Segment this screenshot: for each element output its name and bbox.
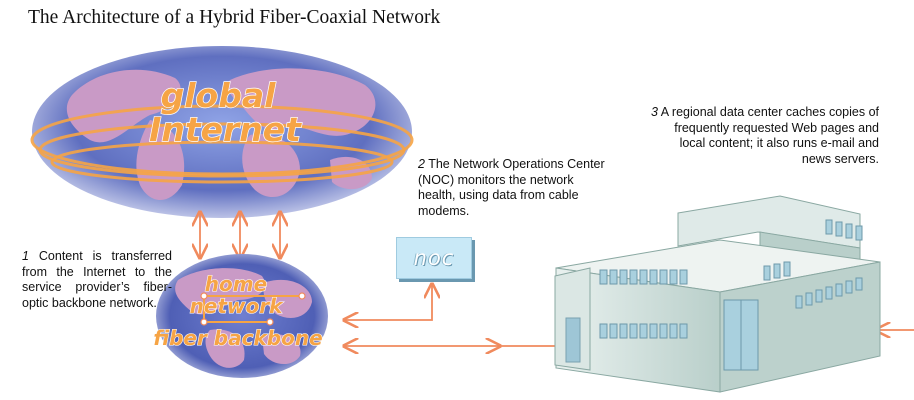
diagram-title: The Architecture of a Hybrid Fiber-Coaxi…	[28, 7, 441, 28]
internet-to-backbone-arrows	[200, 212, 280, 258]
continent-shape	[227, 68, 376, 136]
noc-label: noc	[413, 246, 455, 270]
annotation-text: A regional data center caches copies of …	[660, 105, 879, 166]
label-home: home	[205, 272, 267, 296]
window-row	[599, 323, 688, 339]
annotation-text: Content is transferred from the Internet…	[22, 249, 172, 310]
global-internet-globe: global Internet	[30, 46, 414, 218]
network-node	[266, 318, 274, 326]
continent-shape	[263, 279, 312, 318]
globe-label-global: global	[161, 76, 276, 115]
label-network: network	[190, 294, 284, 318]
network-node	[298, 292, 306, 300]
continent-shape	[205, 329, 245, 368]
annotation-number: 3	[651, 105, 658, 119]
noc-box: noc	[396, 237, 472, 279]
network-node	[200, 292, 208, 300]
backbone-connections	[344, 284, 914, 346]
network-node	[200, 318, 208, 326]
continent-shape	[175, 268, 266, 315]
backbone-noc-arrow	[344, 284, 432, 320]
continent-shape	[262, 334, 301, 365]
data-center-building	[554, 195, 881, 393]
annotation-data-center: 3 A regional data center caches copies o…	[651, 105, 879, 167]
annotation-text: The Network Operations Center (NOC) moni…	[418, 157, 605, 218]
window-row	[763, 261, 863, 309]
home-network-globe: home network fiber backbone	[153, 254, 328, 378]
window-row	[599, 269, 688, 285]
annotation-number: 2	[418, 157, 425, 171]
annotation-noc: 2 The Network Operations Center (NOC) mo…	[418, 157, 606, 219]
continent-shape	[66, 69, 181, 143]
annotation-number: 1	[22, 249, 29, 263]
window-row	[825, 219, 863, 241]
globe-label-internet: Internet	[149, 110, 302, 149]
annotation-content-transfer: 1 Content is transferred from the Intern…	[22, 249, 172, 311]
label-fiber-backbone: fiber backbone	[153, 326, 322, 350]
continent-shape	[330, 156, 372, 190]
